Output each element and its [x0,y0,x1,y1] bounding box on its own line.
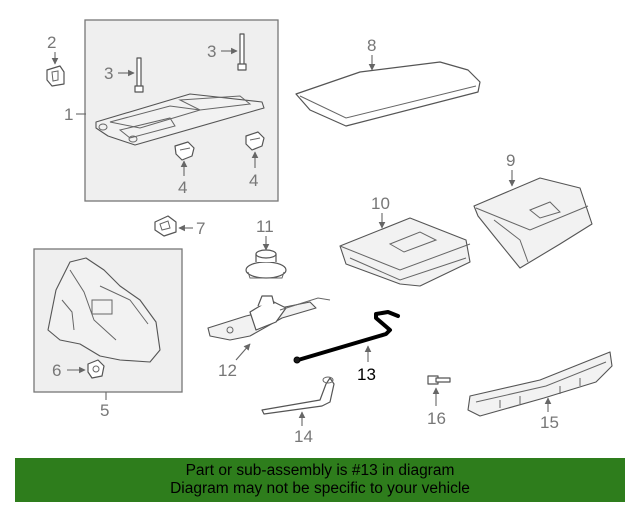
banner-line-2: Diagram may not be specific to your vehi… [170,480,470,497]
callout-13: 13 [357,365,376,384]
part-3-stud-right[interactable] [237,33,247,71]
leader-12 [235,343,251,361]
callout-12: 12 [218,361,237,380]
callout-7: 7 [196,219,205,238]
callout-3-right: 3 [207,42,216,61]
part-3-stud-left[interactable] [134,57,144,93]
part-4-clip-right[interactable] [245,131,265,151]
callout-1: 1 [64,105,73,124]
callout-15: 15 [540,413,559,432]
part-12-jack[interactable] [207,295,331,341]
callout-9: 9 [506,151,515,170]
callout-4-left: 4 [178,178,187,197]
part-13-jack-handle[interactable] [293,310,400,364]
callout-10: 10 [371,194,390,213]
part-5-trim-panel[interactable] [47,257,161,363]
part-10-storage-tray[interactable] [339,217,471,287]
parts-diagram: 2 1 3 3 4 4 8 [33,19,613,446]
banner-line-1: Part or sub-assembly is #13 in diagram [185,462,455,479]
part-7-clip[interactable] [154,215,177,237]
callout-2: 2 [47,33,56,52]
part-11-hold-down-nut[interactable] [245,249,287,279]
part-6-clip[interactable] [87,359,105,379]
part-1-package-tray[interactable] [95,93,265,146]
callout-4-right: 4 [249,171,258,190]
part-2-clip[interactable] [46,65,65,87]
callout-6: 6 [52,361,61,380]
info-banner: Part or sub-assembly is #13 in diagram D… [15,458,625,502]
part-8-cargo-cover[interactable] [295,61,481,127]
callout-8: 8 [367,36,376,55]
callout-11: 11 [256,217,274,236]
part-14-wheel-wrench[interactable] [261,376,335,415]
part-9-storage-box[interactable] [473,177,593,269]
part-15-sill-plate[interactable] [467,351,613,417]
callout-5: 5 [100,401,109,420]
callout-3-left: 3 [104,64,113,83]
part-4-clip-left[interactable] [174,141,195,161]
part-16-bolt[interactable] [427,375,451,385]
callout-16: 16 [427,409,446,428]
callout-14: 14 [294,427,313,446]
